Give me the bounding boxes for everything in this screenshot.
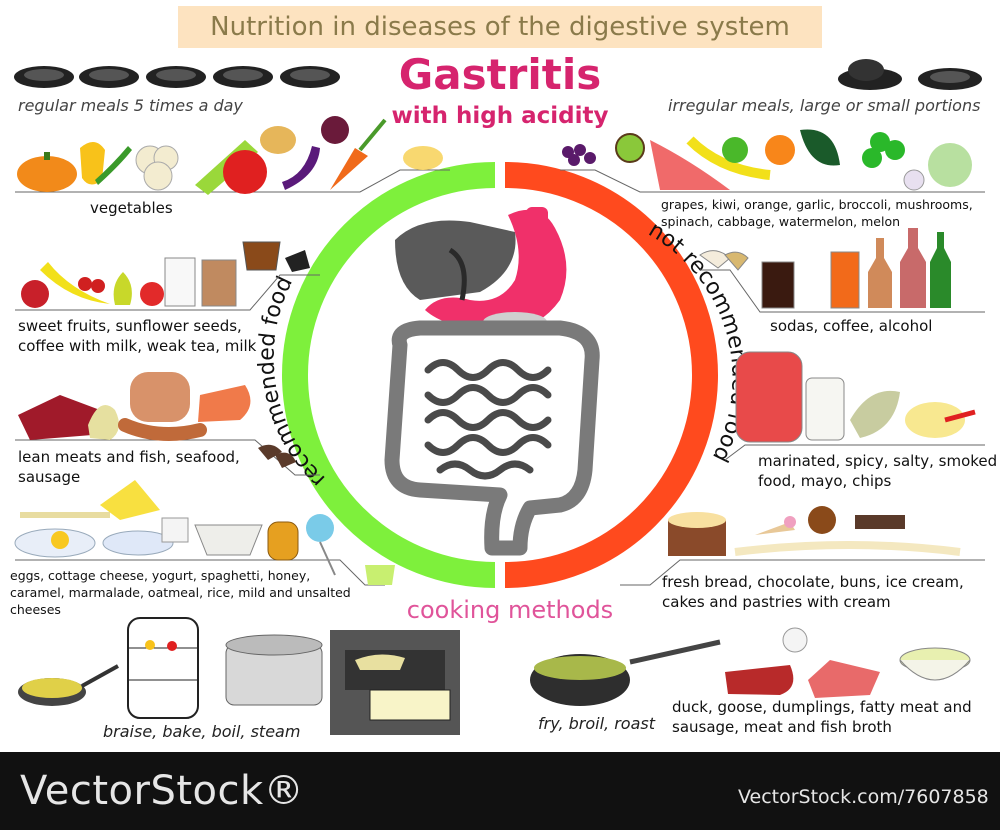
fruits-drinks-icon [21, 241, 310, 308]
label-vegetables: vegetables [90, 199, 173, 217]
irregular-meals-label: irregular meals, large or small portions [668, 96, 981, 115]
label-produce-line1: grapes, kiwi, orange, garlic, broccoli, … [661, 197, 973, 212]
pickled-food-icon [735, 351, 976, 443]
label-meat-line1: lean meats and fish, seafood, [18, 448, 240, 466]
footer-brand: VectorStock® [20, 768, 305, 814]
cooking-not-recommended-icon [530, 627, 971, 706]
page-title: Gastritis [398, 50, 602, 99]
diagram-illustration: recommended food not recommended food [14, 59, 985, 735]
header-banner: Nutrition in diseases of the digestive s… [178, 6, 822, 48]
eggs-cheese-icon [14, 480, 395, 585]
label-bakery-line1: fresh bread, chocolate, buns, ice cream, [662, 573, 964, 591]
label-other-line2: caramel, marmalade, oatmeal, rice, mild … [10, 585, 351, 600]
label-produce-line2: spinach, cabbage, watermelon, melon [661, 214, 901, 229]
cooking-methods-title: cooking methods [406, 596, 614, 624]
label-bakery-line2: cakes and pastries with cream [662, 593, 891, 611]
connector-lines [15, 169, 985, 586]
cooking-recommended-icon [18, 617, 460, 735]
label-drinks: sodas, coffee, alcohol [770, 317, 933, 335]
drinks-icon [699, 228, 951, 309]
cooking-recommended-label: braise, bake, boil, steam [103, 722, 301, 741]
footer-credit: VectorStock.com/7607858 [738, 786, 989, 808]
digestive-system-icon [384, 207, 600, 556]
plates-regular-icon [14, 66, 340, 88]
label-other-line3: cheeses [10, 602, 61, 617]
label-meat-line2: sausage [18, 468, 81, 486]
label-other-line1: eggs, cottage cheese, yogurt, spaghetti,… [10, 568, 311, 583]
bakery-icon [668, 506, 961, 556]
page-subtitle: with high acidity [391, 103, 609, 129]
regular-meals-label: regular meals 5 times a day [18, 96, 243, 115]
label-fruits-line1: sweet fruits, sunflower seeds, [18, 317, 242, 335]
not-recommended-ring [504, 162, 718, 588]
footer-bar [0, 752, 1000, 830]
lean-meats-icon [18, 372, 296, 468]
label-meat-nr-line2: sausage, meat and fish broth [672, 718, 892, 736]
recommended-ring [282, 162, 496, 588]
cooking-not-recommended-label: fry, broil, roast [538, 714, 655, 733]
label-pickled-line2: food, mayo, chips [758, 472, 892, 490]
produce-not-recommended-icon [562, 129, 972, 191]
label-pickled-line1: marinated, spicy, salty, smoked [758, 452, 998, 470]
label-meat-nr-line1: duck, goose, dumplings, fatty meat and [672, 698, 972, 716]
plates-irregular-icon [838, 59, 982, 90]
label-fruits-line2: coffee with milk, weak tea, milk [18, 337, 257, 355]
vegetables-icon [17, 116, 443, 195]
